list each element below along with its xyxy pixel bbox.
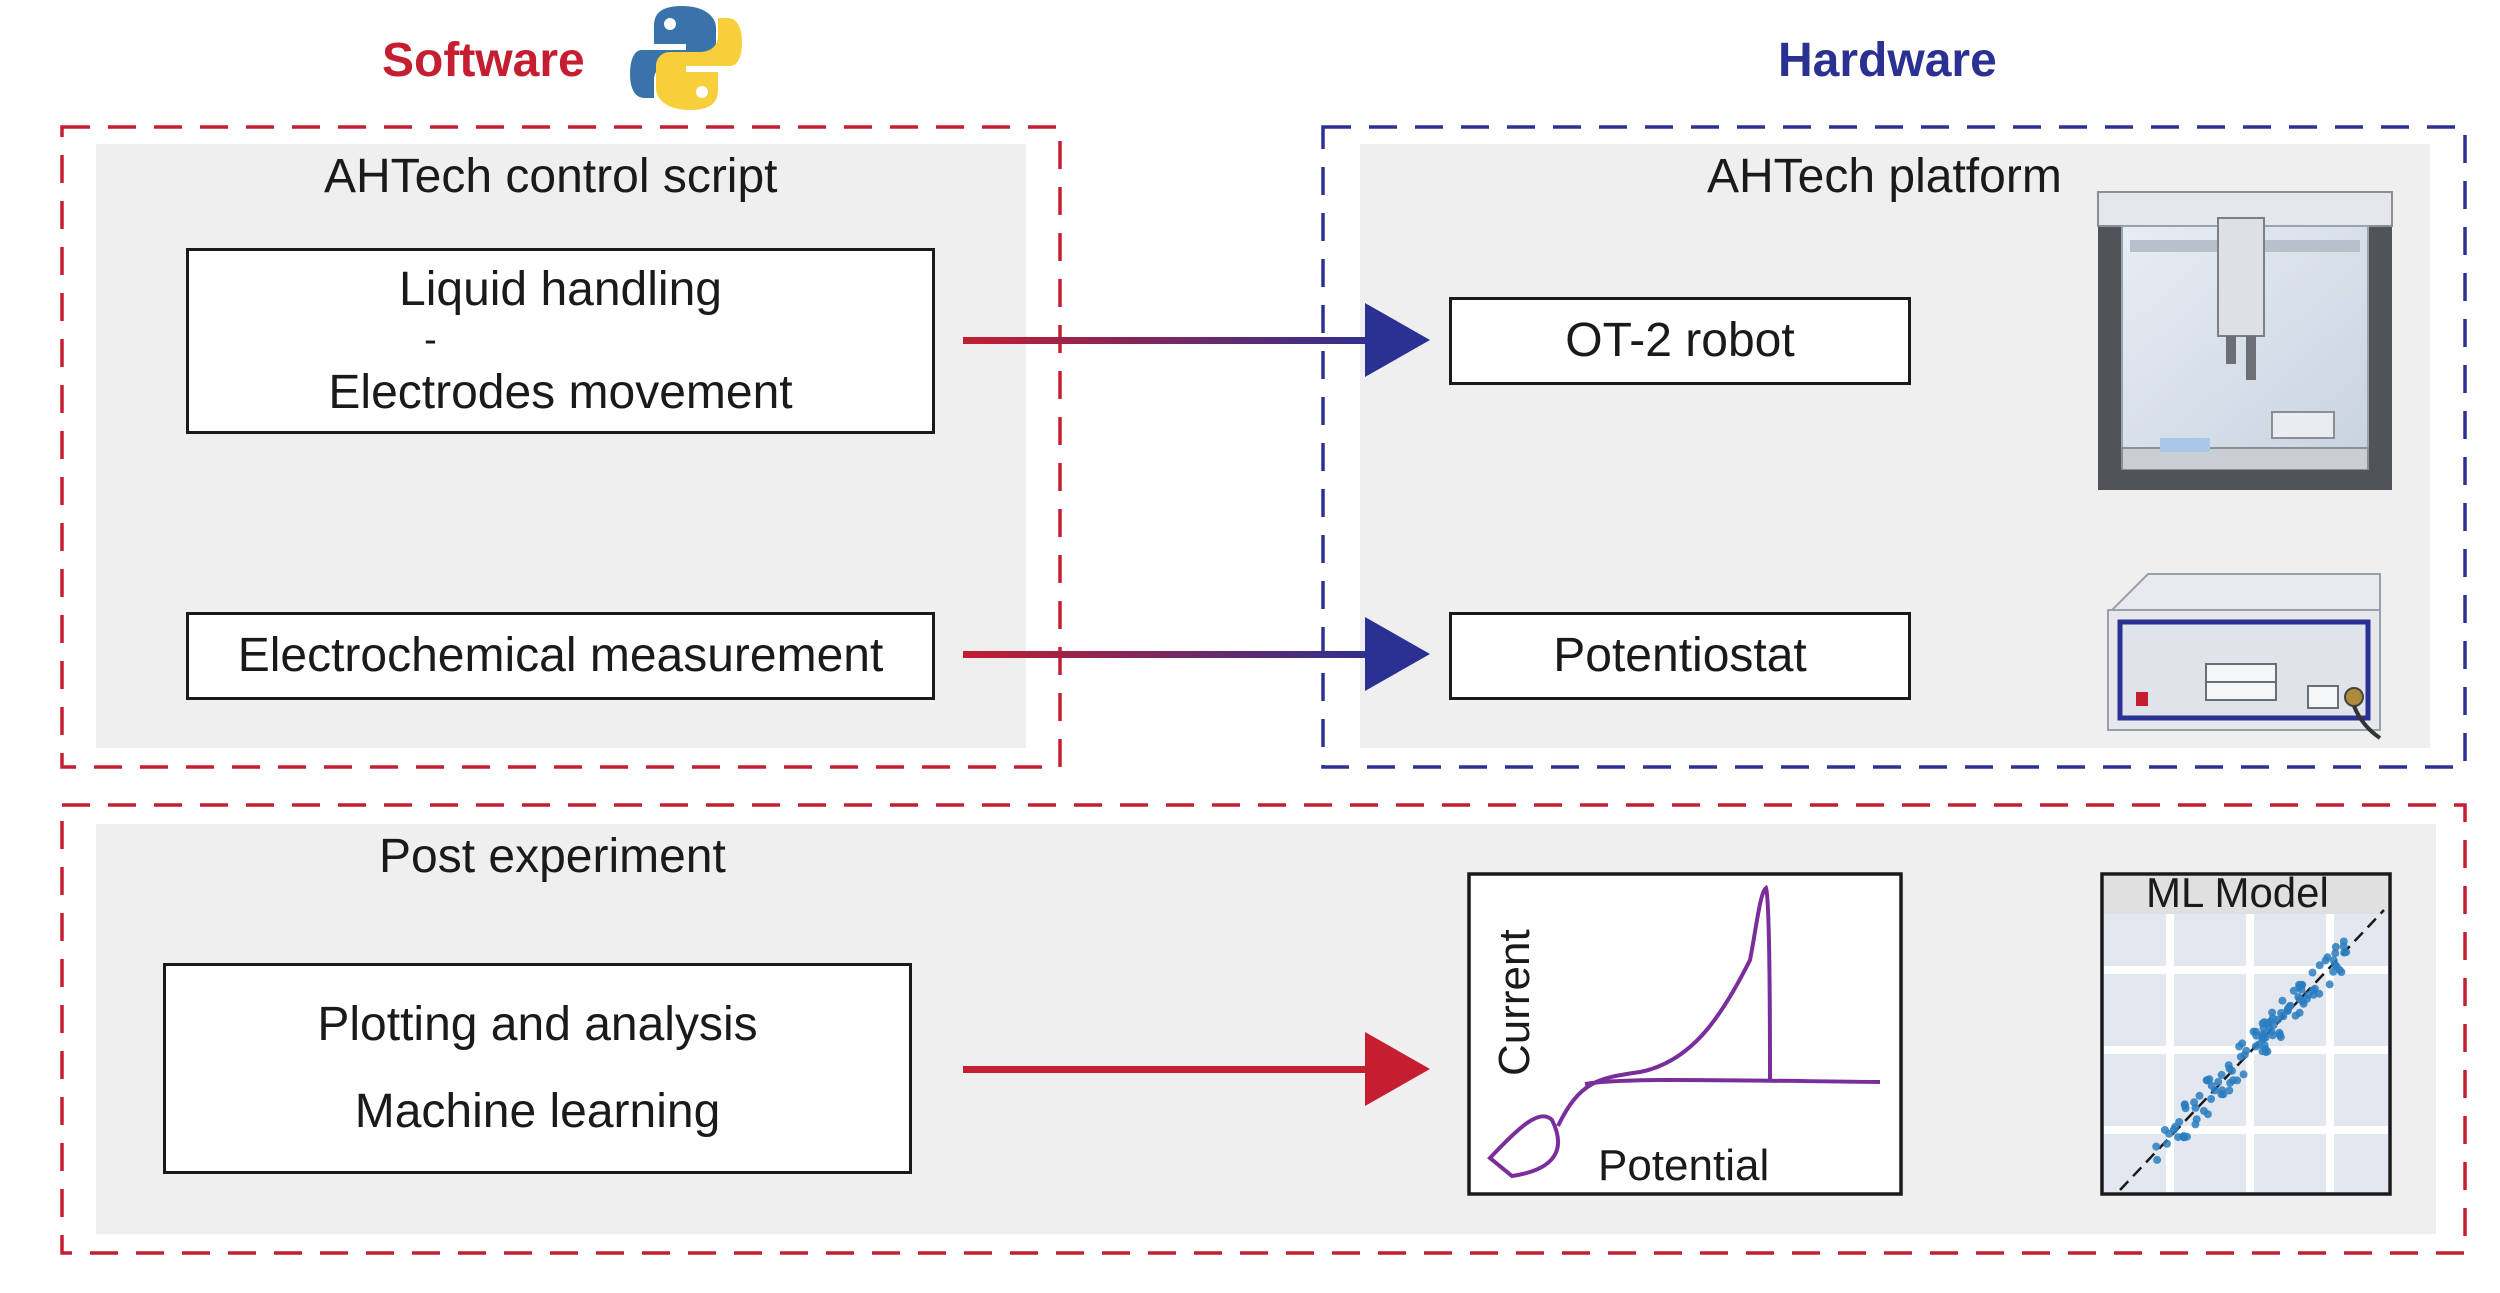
prediction-point	[2258, 1019, 2267, 1028]
prediction-point	[2191, 1120, 2200, 1129]
prediction-point	[2308, 968, 2317, 977]
software-header: Software	[382, 34, 585, 87]
prediction-point	[2240, 1050, 2249, 1059]
control-panel-title: AHTech control script	[324, 150, 778, 203]
machine-learning-label: Machine learning	[354, 1085, 721, 1139]
prediction-point	[2266, 1017, 2275, 1026]
ot2-robot-box: OT-2 robot	[1449, 297, 1911, 385]
prediction-point	[2233, 1076, 2242, 1085]
prediction-point	[2171, 1122, 2180, 1131]
prediction-point	[2340, 948, 2349, 957]
prediction-point	[2325, 980, 2334, 989]
electrochemical-measurement-box: Electrochemical measurement	[186, 612, 935, 700]
hardware-frame	[1321, 125, 2467, 769]
cv-xlabel: Potential	[1598, 1141, 1770, 1190]
prediction-point	[2273, 1015, 2282, 1024]
potentiostat-icon	[2107, 573, 2382, 740]
prediction-point	[2195, 1091, 2204, 1100]
prediction-point	[2251, 1042, 2260, 1051]
prediction-point	[2165, 1129, 2174, 1138]
potentiostat-box: Potentiostat	[1449, 612, 1911, 700]
hardware-header: Hardware	[1778, 34, 1997, 87]
prediction-point	[2309, 990, 2318, 999]
software-frame	[60, 125, 1062, 769]
prediction-point	[2249, 1027, 2258, 1036]
prediction-point	[2285, 1002, 2294, 1011]
potentiostat-label: Potentiostat	[1553, 629, 1807, 683]
post-frame	[60, 803, 2467, 1255]
arrow-to-plots	[963, 1032, 1430, 1106]
separator-dash: -	[424, 319, 437, 362]
prediction-point	[2277, 1009, 2286, 1017]
prediction-point	[2218, 1086, 2227, 1095]
prediction-point	[2321, 956, 2330, 965]
prediction-point	[2225, 1086, 2234, 1095]
prediction-point	[2291, 1011, 2300, 1020]
prediction-point	[2214, 1078, 2223, 1086]
prediction-point	[2278, 996, 2287, 1005]
cv-ylabel: Current	[1490, 929, 1539, 1076]
prediction-point	[2226, 1078, 2235, 1087]
prediction-point	[2181, 1104, 2190, 1113]
cv-plot	[1467, 872, 1903, 1196]
arrow-to-robot	[963, 303, 1430, 377]
analysis-box: Plotting and analysis Machine learning	[163, 963, 912, 1174]
prediction-point	[2225, 1064, 2234, 1073]
hardware-panel-title: AHTech platform	[1707, 150, 2062, 203]
prediction-point	[2329, 967, 2338, 976]
prediction-point	[2210, 1086, 2219, 1095]
post-panel-title: Post experiment	[379, 830, 726, 883]
prediction-point	[2207, 1095, 2216, 1103]
electrochemical-measurement-label: Electrochemical measurement	[237, 629, 884, 683]
prediction-point	[2261, 1033, 2270, 1042]
prediction-point	[2238, 1039, 2247, 1048]
cv-curve-forward	[1556, 884, 1772, 1127]
ot2-robot-icon	[2097, 191, 2393, 490]
prediction-point	[2268, 1008, 2277, 1017]
prediction-point	[2331, 949, 2340, 958]
cv-curve	[1487, 1114, 1561, 1179]
prediction-point	[2260, 1041, 2269, 1050]
prediction-point	[2294, 993, 2303, 1001]
prediction-point	[2330, 960, 2339, 969]
prediction-point	[2298, 980, 2307, 989]
ml-plot	[2100, 872, 2392, 1196]
ot2-robot-label: OT-2 robot	[1565, 314, 1795, 368]
prediction-point	[2191, 1103, 2200, 1112]
prediction-point	[2331, 942, 2340, 951]
prediction-point	[2202, 1076, 2211, 1085]
prediction-point	[2239, 1070, 2248, 1079]
arrow-to-potentiostat	[963, 617, 1430, 691]
prediction-point	[2268, 1031, 2277, 1040]
prediction-point	[2199, 1106, 2208, 1115]
prediction-point	[2174, 1133, 2183, 1142]
python-logo-icon	[630, 6, 742, 110]
electrodes-movement-label: Electrodes movement	[328, 365, 793, 419]
liquid-handling-label: Liquid handling	[399, 262, 722, 316]
prediction-point	[2276, 1033, 2285, 1042]
prediction-point	[2163, 1139, 2171, 1148]
ml-plot-title: ML Model	[2146, 869, 2329, 916]
prediction-points	[2152, 937, 2351, 1164]
plotting-analysis-label: Plotting and analysis	[317, 997, 758, 1051]
prediction-point	[2315, 961, 2324, 970]
prediction-point	[2152, 1142, 2161, 1151]
prediction-point	[2217, 1070, 2226, 1079]
prediction-point	[2263, 1047, 2272, 1056]
liquid-handling-box: Liquid handling - Electrodes movement	[186, 248, 935, 434]
prediction-point	[2153, 1155, 2162, 1164]
